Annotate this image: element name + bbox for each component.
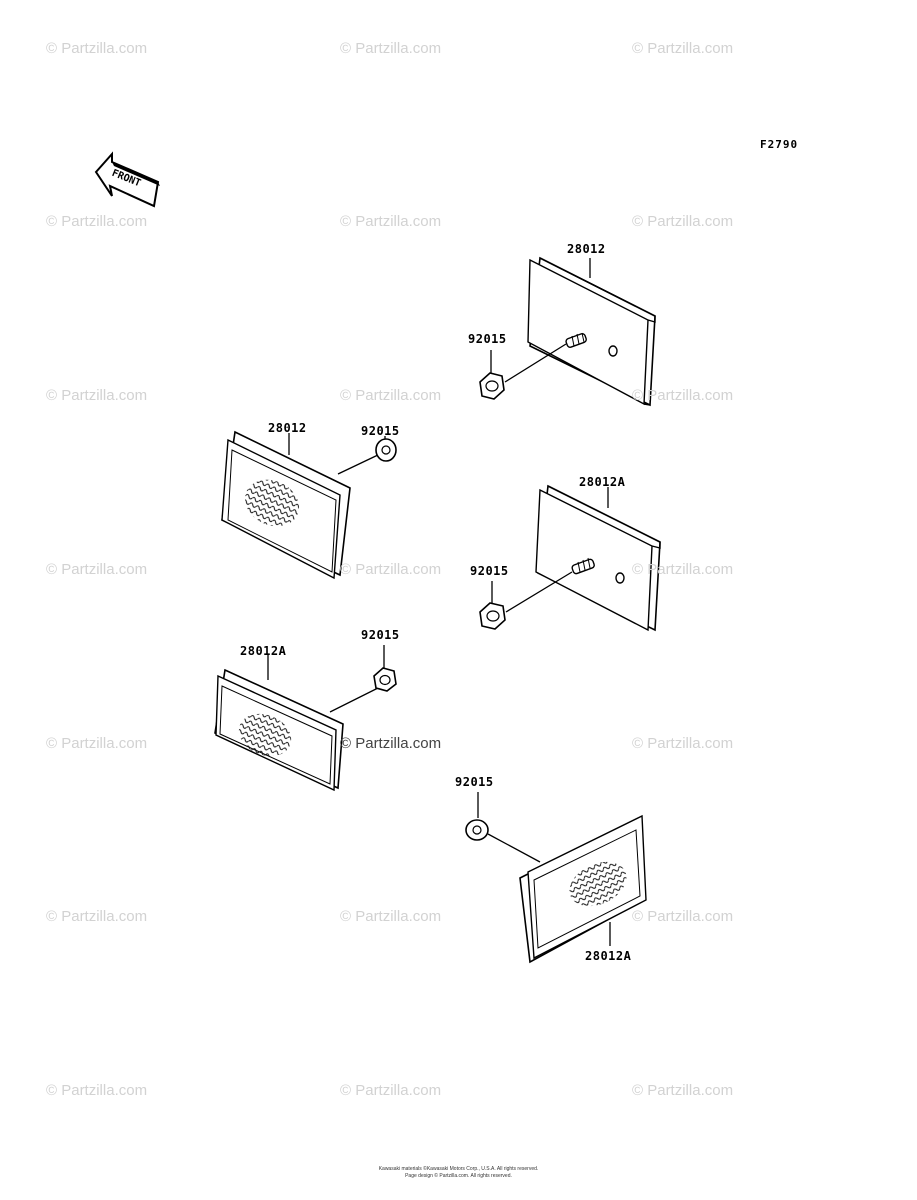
part-label: 28012 bbox=[567, 242, 606, 256]
watermark: © Partzilla.com bbox=[340, 213, 442, 230]
reflector-28012A-lens-right bbox=[519, 814, 647, 964]
nut-92015-e bbox=[465, 819, 489, 841]
part-label: 92015 bbox=[468, 332, 507, 346]
watermark: © Partzilla.com bbox=[340, 40, 442, 57]
watermark: © Partzilla.com bbox=[632, 561, 734, 578]
watermark: © Partzilla.com bbox=[46, 1082, 148, 1099]
watermark: © Partzilla.com bbox=[632, 1082, 734, 1099]
nut-92015-a bbox=[479, 372, 505, 400]
reflector-28012-lens bbox=[221, 430, 351, 580]
copyright-footer: Kawasaki materials ©Kawasaki Motors Corp… bbox=[250, 1166, 667, 1180]
mounting-stud bbox=[565, 332, 587, 348]
part-label: 92015 bbox=[470, 564, 509, 578]
nut-92015-d bbox=[373, 667, 397, 692]
watermark: © Partzilla.com bbox=[46, 213, 148, 230]
watermark: © Partzilla.com bbox=[340, 908, 442, 925]
watermark: © Partzilla.com bbox=[340, 561, 442, 578]
part-label: 28012 bbox=[268, 421, 307, 435]
part-label: 92015 bbox=[361, 424, 400, 438]
watermark: © Partzilla.com bbox=[340, 735, 442, 752]
reflector-28012A-lens-left bbox=[214, 668, 344, 792]
part-label: 28012A bbox=[579, 475, 626, 489]
watermark: © Partzilla.com bbox=[46, 40, 148, 57]
front-arrow-icon: FRONT bbox=[94, 151, 160, 208]
part-label: 92015 bbox=[361, 628, 400, 642]
part-label: 28012A bbox=[585, 949, 632, 963]
mounting-stud bbox=[571, 557, 595, 575]
figure-code: F2790 bbox=[760, 138, 799, 151]
reflector-28012-rear bbox=[527, 256, 656, 407]
watermark: © Partzilla.com bbox=[46, 908, 148, 925]
watermark: © Partzilla.com bbox=[340, 387, 442, 404]
nut-92015-b bbox=[375, 438, 397, 462]
reflector-28012A-rear bbox=[535, 484, 661, 632]
watermark: © Partzilla.com bbox=[46, 561, 148, 578]
watermark: © Partzilla.com bbox=[632, 908, 734, 925]
watermark: © Partzilla.com bbox=[632, 735, 734, 752]
copyright-line: Kawasaki materials ©Kawasaki Motors Corp… bbox=[378, 1166, 539, 1172]
watermark: © Partzilla.com bbox=[46, 735, 148, 752]
watermark: © Partzilla.com bbox=[632, 387, 734, 404]
watermark: © Partzilla.com bbox=[340, 1082, 442, 1099]
watermark: © Partzilla.com bbox=[46, 387, 148, 404]
part-label: 92015 bbox=[455, 775, 494, 789]
watermark: © Partzilla.com bbox=[632, 213, 734, 230]
part-label: 28012A bbox=[240, 644, 287, 658]
copyright-line: Page design © Partzilla.com. All rights … bbox=[405, 1173, 512, 1179]
nut-92015-c bbox=[479, 602, 506, 630]
watermark: © Partzilla.com bbox=[632, 40, 734, 57]
